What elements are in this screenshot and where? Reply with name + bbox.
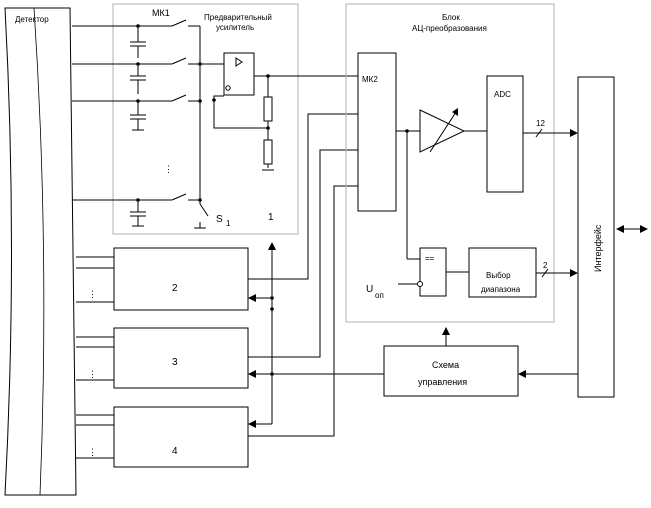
range-label-line2: диапазона bbox=[481, 285, 521, 294]
interface-box bbox=[577, 76, 615, 398]
switch-label-sub: 1 bbox=[226, 219, 231, 228]
detector-outline bbox=[4, 7, 77, 496]
arrow-left-control bbox=[518, 370, 526, 378]
preamp-inv-input bbox=[225, 85, 231, 91]
node-fb-left bbox=[212, 98, 216, 102]
node-cap3 bbox=[136, 99, 140, 103]
mk2-box bbox=[357, 52, 397, 212]
preamp-label-line1: Предварительный bbox=[204, 13, 272, 22]
capacitor-1 bbox=[130, 26, 146, 58]
arrow-to-interface-12 bbox=[570, 129, 578, 137]
arrow-up-adc-block bbox=[442, 327, 450, 335]
channel-3-box bbox=[113, 327, 249, 389]
control-label-line2: управления bbox=[418, 377, 467, 387]
node-ctrl-1 bbox=[270, 296, 274, 300]
bus-width-2: 2 bbox=[543, 261, 548, 270]
ch3-output-wire bbox=[248, 149, 358, 358]
node-bus-3 bbox=[198, 198, 202, 202]
comparator-label: == bbox=[425, 254, 435, 263]
control-unit-box bbox=[383, 345, 519, 397]
node-cap4 bbox=[136, 198, 140, 202]
arrow-left-ch3 bbox=[248, 370, 256, 378]
uop-label: U bbox=[366, 284, 373, 295]
ch4-ellipsis: ⋮ bbox=[88, 447, 97, 457]
detector-inner-curve bbox=[33, 7, 45, 496]
mk1-switch-4 bbox=[171, 193, 200, 201]
control-label-line1: Схема bbox=[432, 360, 459, 370]
range-select-box bbox=[468, 247, 537, 298]
channel-1-label: 1 bbox=[268, 212, 274, 223]
preamp-label-line2: усилитель bbox=[216, 23, 254, 32]
amp-gain-arrow bbox=[429, 111, 457, 153]
arrow-left-ch2 bbox=[248, 294, 256, 302]
comparator-box bbox=[419, 247, 447, 297]
node-ctrl-3 bbox=[270, 372, 274, 376]
resistor-1 bbox=[263, 96, 273, 122]
arrow-to-interface-2 bbox=[570, 269, 578, 277]
adc-block-label-line1: Блок bbox=[442, 13, 460, 22]
adc-box bbox=[486, 75, 524, 193]
ch3-ellipsis: ⋮ bbox=[88, 369, 97, 379]
adc-label: ADC bbox=[494, 90, 511, 99]
mk1-label: МК1 bbox=[152, 8, 170, 18]
capacitor-3 bbox=[130, 101, 146, 131]
channel-2-label: 2 bbox=[172, 283, 178, 294]
range-label-line1: Выбор bbox=[486, 271, 511, 280]
channel-4-label: 4 bbox=[172, 446, 178, 457]
adc-block-frame bbox=[345, 3, 555, 323]
programmable-amp-triangle bbox=[419, 109, 466, 153]
ch2-output-wire bbox=[248, 113, 358, 280]
node-cap2 bbox=[136, 62, 140, 66]
mk1-switch-1 bbox=[171, 19, 200, 27]
adc-block-label-line2: АЦ-преобразования bbox=[412, 24, 487, 33]
channel-3-label: 3 bbox=[172, 357, 178, 368]
preamp-triangle-icon bbox=[235, 57, 243, 67]
bus-width-12: 12 bbox=[536, 119, 545, 128]
reset-switch-s1 bbox=[194, 203, 209, 229]
mk2-label: МК2 bbox=[362, 75, 378, 84]
feedback-loop bbox=[213, 95, 268, 129]
interface-label: Интерфейс bbox=[593, 224, 603, 272]
external-io-arrow-right bbox=[640, 225, 648, 233]
node-bus-2 bbox=[198, 99, 202, 103]
ch4-output-wire bbox=[248, 185, 358, 437]
amp-gain-arrowhead bbox=[452, 108, 458, 116]
external-io-arrow-left bbox=[616, 225, 624, 233]
mk1-switch-3 bbox=[171, 94, 200, 102]
bus-slash-2 bbox=[541, 268, 549, 278]
ch2-ellipsis: ⋮ bbox=[88, 289, 97, 299]
capacitor-2 bbox=[130, 64, 146, 94]
detector-label: Детектор bbox=[15, 15, 49, 24]
vertical-ellipsis-mk1: ⋮ bbox=[164, 164, 173, 174]
switch-label-s: S bbox=[216, 214, 223, 225]
node-ctrl-2 bbox=[270, 307, 274, 311]
capacitor-4 bbox=[130, 200, 146, 227]
bus-slash-12 bbox=[535, 128, 543, 138]
preamp-group-frame bbox=[112, 3, 299, 235]
comparator-ref-input bbox=[417, 281, 423, 287]
mk1-switch-2 bbox=[171, 57, 200, 65]
arrow-left-ch4 bbox=[248, 420, 256, 428]
uop-sub: оп bbox=[375, 291, 384, 300]
node-cap1 bbox=[136, 24, 140, 28]
resistor-2 bbox=[263, 139, 273, 165]
channel-2-box bbox=[113, 247, 249, 311]
channel-4-box bbox=[113, 406, 249, 468]
arrow-up-channel-1 bbox=[268, 242, 276, 250]
